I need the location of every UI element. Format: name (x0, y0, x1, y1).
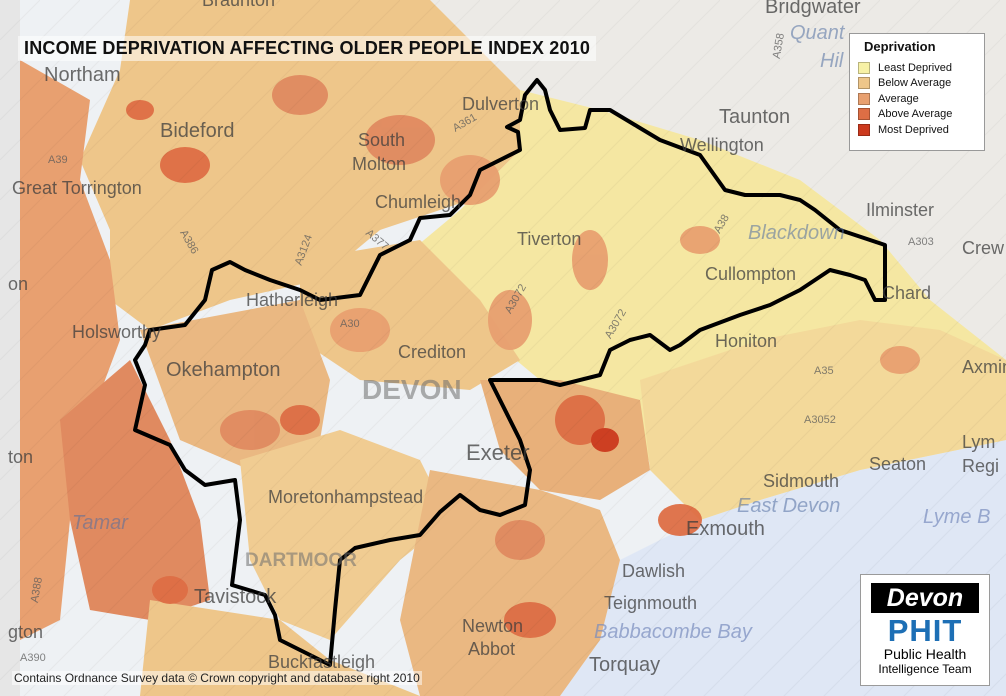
place-newton-abbot-2: Abbot (468, 639, 516, 659)
study-area-boundary (133, 78, 887, 667)
place-lyme-bay: Lyme B (923, 506, 991, 528)
place-holsworthy: Holsworthy (72, 322, 162, 342)
devon-phit-logo: Devon PHIT Public Health Intelligence Te… (860, 574, 990, 686)
place-south-molton-2: Molton (352, 154, 407, 174)
place-lyme-2: Regi (962, 456, 1000, 476)
place-exeter: Exeter (466, 440, 530, 465)
road-a390: A390 (20, 652, 46, 664)
place-newton-abbot-1: Newton (462, 616, 524, 636)
place-tiverton: Tiverton (517, 229, 582, 249)
legend-item-most: Most Deprived (858, 122, 976, 138)
legend: Deprivation Least Deprived Below Average… (849, 33, 985, 151)
copyright-credit: Contains Ordnance Survey data © Crown co… (12, 671, 422, 685)
road-a35: A35 (814, 365, 834, 377)
place-quantock-1: Quant (790, 22, 845, 44)
place-honiton: Honiton (715, 331, 778, 351)
place-south-molton-1: South (358, 130, 406, 150)
place-seaton: Seaton (869, 454, 927, 474)
place-northam: Northam (44, 64, 121, 86)
place-taunton: Taunton (719, 106, 791, 128)
legend-label: Average (878, 92, 919, 105)
place-blackdown: Blackdown (748, 222, 845, 244)
logo-devon: Devon (871, 583, 979, 613)
place-crewkerne: Crew (962, 238, 1005, 258)
logo-line2: Intelligence Team (878, 662, 972, 676)
legend-item-above: Above Average (858, 107, 976, 123)
place-hatherleigh: Hatherleigh (246, 290, 339, 310)
place-ilminster: Ilminster (866, 200, 935, 220)
logo-phit: PHIT (887, 613, 963, 648)
legend-item-average: Average (858, 91, 976, 107)
place-west-1: on (8, 274, 29, 294)
legend-heading: Deprivation (864, 39, 936, 54)
legend-label: Below Average (878, 77, 952, 90)
place-wellington: Wellington (680, 135, 764, 155)
legend-swatch (858, 123, 870, 136)
place-tamar: Tamar (72, 512, 128, 534)
place-east-devon: East Devon (737, 495, 841, 517)
place-braunton: Braunton (202, 0, 276, 10)
legend-swatch (858, 108, 870, 121)
road-a39: A39 (48, 154, 68, 166)
place-okehampton: Okehampton (166, 359, 281, 381)
place-axminster: Axminster (962, 357, 1006, 377)
road-a3052: A3052 (804, 414, 836, 426)
legend-item-least: Least Deprived (858, 60, 976, 76)
place-launceston: ton (8, 447, 34, 467)
legend-swatch (858, 61, 870, 74)
legend-label: Above Average (878, 108, 953, 121)
legend-swatch (858, 92, 870, 105)
place-buckfastleigh: Buckfastleigh (268, 652, 376, 672)
place-tavistock: Tavistock (194, 586, 277, 608)
place-cullompton: Cullompton (705, 264, 797, 284)
place-bideford: Bideford (160, 120, 235, 142)
place-bridgwater: Bridgwater (765, 0, 861, 18)
map-title: INCOME DEPRIVATION AFFECTING OLDER PEOPL… (18, 36, 597, 61)
place-lyme-1: Lym (962, 432, 996, 452)
place-babbacombe: Babbacombe Bay (594, 621, 752, 643)
place-chard: Chard (882, 283, 932, 303)
place-great-torrington: Great Torrington (12, 178, 142, 198)
place-quantock-2: Hil (820, 50, 844, 72)
logo-line1: Public Health (883, 646, 967, 662)
legend-label: Most Deprived (878, 123, 949, 136)
road-a303: A303 (908, 236, 934, 248)
legend-swatch (858, 77, 870, 90)
place-teignmouth: Teignmouth (604, 593, 698, 613)
legend-label: Least Deprived (878, 61, 952, 74)
place-chumleigh: Chumleigh (375, 192, 462, 212)
place-sidmouth: Sidmouth (763, 471, 840, 491)
place-exmouth: Exmouth (686, 518, 765, 540)
place-torquay: Torquay (589, 654, 661, 676)
place-dartmoor: DARTMOOR (245, 550, 357, 571)
place-crediton: Crediton (398, 342, 467, 362)
road-a30: A30 (340, 318, 360, 330)
place-liskeard: gton (8, 622, 44, 642)
place-devon: DEVON (362, 374, 462, 405)
place-moretonhampstead: Moretonhampstead (268, 487, 424, 507)
place-dulverton: Dulverton (462, 94, 540, 114)
legend-item-below: Below Average (858, 76, 976, 92)
place-dawlish: Dawlish (622, 561, 686, 581)
